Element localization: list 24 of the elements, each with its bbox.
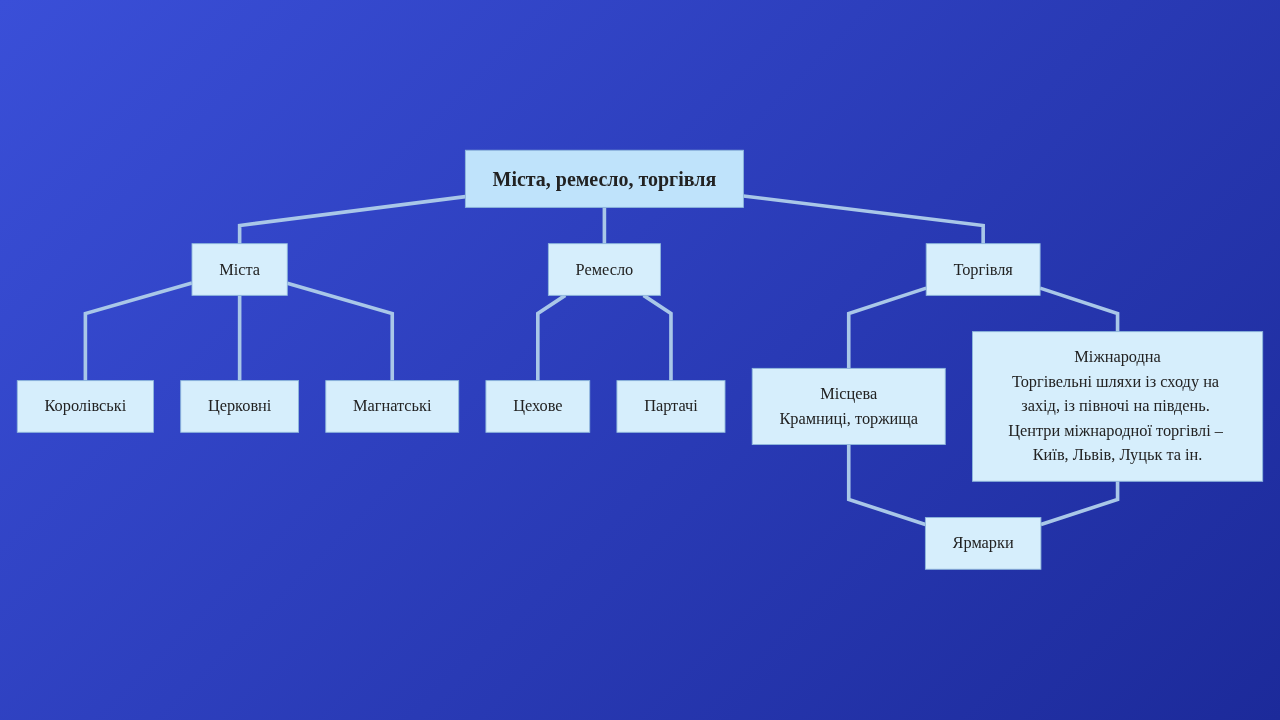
connector bbox=[237, 295, 242, 381]
connector bbox=[602, 207, 607, 244]
node-box: Ярмарки bbox=[924, 517, 1042, 570]
connector bbox=[237, 195, 466, 244]
node-box: Торгівля bbox=[925, 243, 1041, 297]
connector bbox=[743, 194, 985, 244]
node-box: Королівські bbox=[16, 380, 154, 433]
connector bbox=[286, 281, 395, 381]
node-box: Місцева Крамниці, торжища bbox=[751, 368, 946, 446]
node-box: Магнатські bbox=[325, 380, 460, 433]
node-box: Ремесло bbox=[547, 243, 661, 297]
node-box: Цехове bbox=[485, 380, 591, 433]
connector bbox=[642, 294, 673, 381]
connector bbox=[83, 281, 193, 381]
node-box: Партачі bbox=[616, 380, 726, 433]
connector bbox=[1040, 481, 1120, 527]
node-box: Міжнародна Торгівельні шляхи із сходу на захід, із півночі на південь. Центри міжнародної торгівлі – Київ, Львів, Луцьк та ін. bbox=[972, 331, 1264, 482]
connector bbox=[846, 286, 927, 369]
node-box: Міста, ремесло, торгівля bbox=[464, 150, 744, 209]
connector bbox=[536, 294, 567, 381]
connector bbox=[846, 444, 926, 527]
connector bbox=[1039, 286, 1120, 332]
node-box: Міста bbox=[191, 243, 288, 297]
node-box: Церковні bbox=[180, 380, 300, 433]
